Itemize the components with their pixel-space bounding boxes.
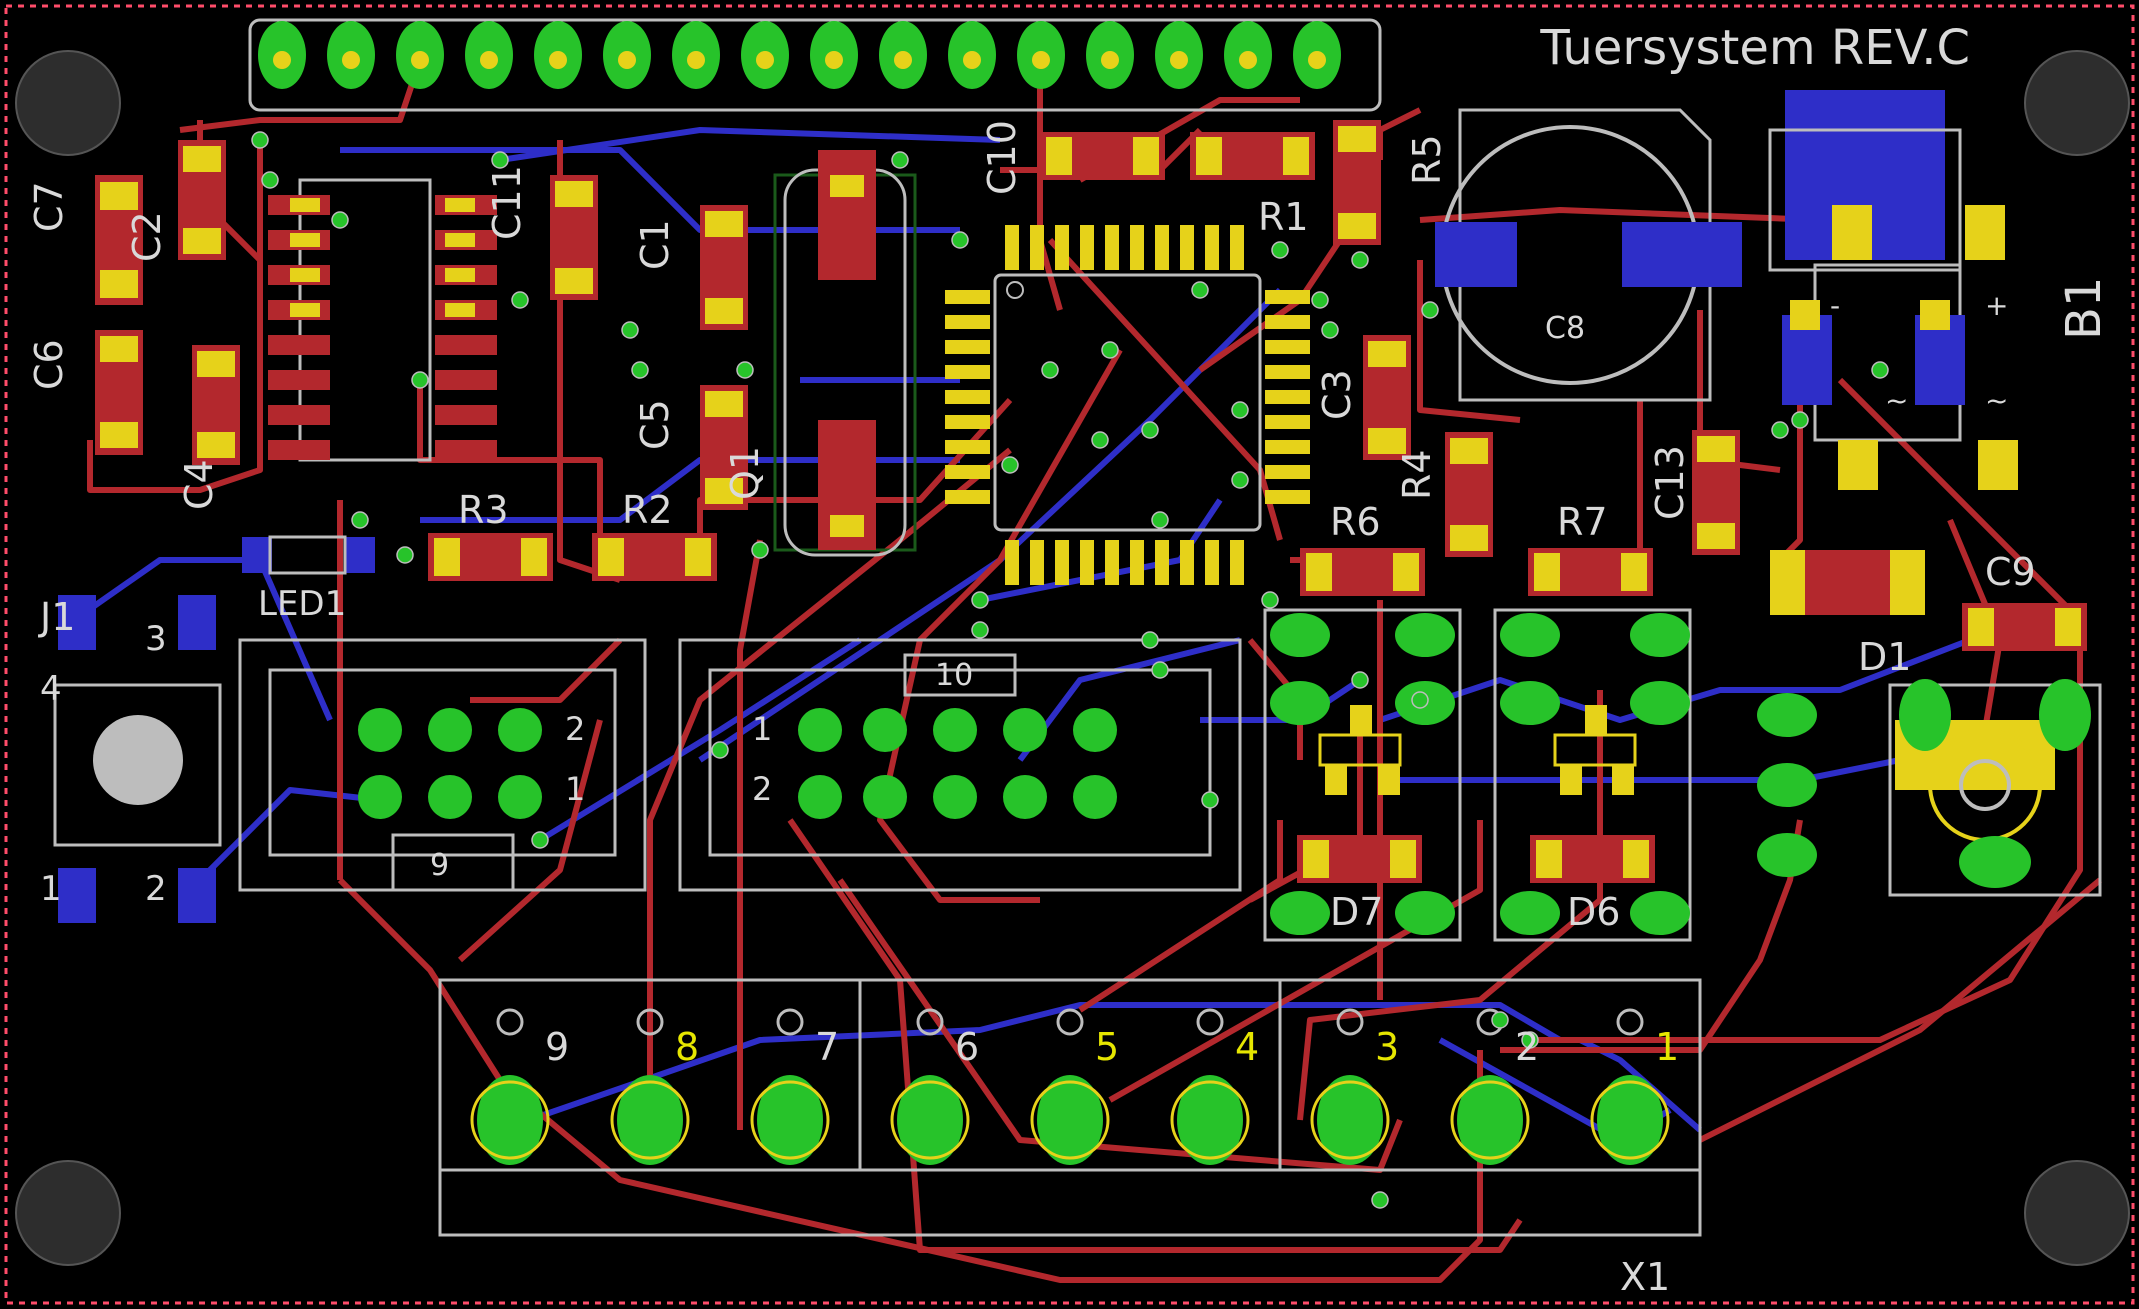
label-j1: J1: [38, 595, 75, 639]
cap-c9: [1962, 603, 2087, 651]
label-d7: D7: [1330, 890, 1383, 934]
res-r6: [1300, 548, 1425, 596]
label-b1: B1: [2056, 277, 2112, 340]
label-sw-3: 3: [145, 619, 167, 659]
pin-header-top: [248, 18, 1382, 112]
label-q1: Q1: [723, 446, 767, 500]
terminal-label-4: 4: [1235, 1025, 1259, 1069]
board-outline: [4, 4, 2135, 1305]
terminal-label-8: 8: [675, 1025, 699, 1069]
cap-c7: [95, 175, 143, 305]
diode-d6: [1530, 835, 1655, 883]
label-isp-1: 1: [565, 770, 585, 808]
res-r2: [592, 533, 717, 581]
cap-c10: [1040, 132, 1165, 180]
res-r1: [1190, 132, 1315, 180]
ic-soic-left: [268, 178, 497, 462]
terminal-label-3: 3: [1375, 1025, 1399, 1069]
voltage-regulator: [1768, 90, 2005, 272]
label-b1-minus: -: [1830, 289, 1840, 322]
label-sw-4: 4: [40, 669, 62, 709]
silkscreen-labels: C7 C2 C6 C4 C11 C1 C5 Q1 C10 R1 R5 C3 R4…: [27, 120, 2112, 1299]
mounting-holes: [15, 50, 2130, 1266]
label-r3: R3: [458, 488, 509, 532]
label-b1-plus: +: [1985, 289, 2008, 322]
label-box-2: 2: [752, 770, 772, 808]
smd-passives: [95, 120, 2087, 883]
res-r3: [428, 533, 553, 581]
terminal-label-1: 1: [1655, 1025, 1679, 1069]
diode-d1: [1770, 550, 1925, 615]
label-c3: C3: [1315, 369, 1359, 420]
led1: [242, 535, 375, 575]
label-c11: C11: [485, 165, 529, 240]
label-b1-ac1: ~: [1885, 384, 1908, 417]
terminal-label-9: 9: [545, 1025, 569, 1069]
cap-c2: [178, 140, 226, 260]
label-c5: C5: [633, 399, 677, 450]
label-isp-2: 2: [565, 710, 585, 748]
cap-c6: [95, 330, 143, 455]
label-d6: D6: [1567, 890, 1620, 934]
label-r5: R5: [1405, 134, 1449, 185]
cap-c11: [550, 175, 598, 300]
label-box-10: 10: [935, 658, 973, 693]
driver-block-right: [1493, 608, 1692, 942]
cap-c13: [1692, 430, 1740, 555]
diode-d7: [1297, 835, 1422, 883]
terminal-number-labels: 9 8 7 6 5 4 3 2 1: [545, 1025, 1679, 1069]
battery-holder-c8: [1435, 108, 1742, 402]
label-b1-ac2: ~: [1985, 384, 2008, 417]
trimmer-potentiometer: [1888, 679, 2102, 897]
crystal-q1: [773, 150, 917, 557]
res-r7: [1528, 548, 1653, 596]
driver-block-left: [1263, 608, 1462, 942]
board-title: Tuersystem REV.C: [1539, 20, 1970, 76]
label-box-1: 1: [752, 710, 772, 748]
pin-header-3: [1757, 693, 1817, 877]
vias: [251, 131, 1889, 1209]
label-c8: C8: [1545, 311, 1585, 346]
res-r5: [1333, 120, 1381, 245]
label-r7: R7: [1557, 500, 1608, 544]
label-r4: R4: [1395, 449, 1439, 500]
label-c4: C4: [177, 459, 221, 510]
terminal-block-x1: [438, 978, 1702, 1237]
terminal-label-5: 5: [1095, 1025, 1119, 1069]
label-c1: C1: [633, 219, 677, 270]
tact-switch[interactable]: [53, 595, 222, 923]
cap-c4: [192, 345, 240, 465]
label-isp-9: 9: [430, 848, 449, 883]
terminal-label-7: 7: [815, 1025, 839, 1069]
label-r6: R6: [1330, 500, 1381, 544]
label-c10: C10: [980, 120, 1024, 195]
label-c7: C7: [27, 181, 71, 232]
label-sw-2: 2: [145, 869, 167, 909]
terminal-label-2: 2: [1515, 1025, 1539, 1069]
label-c13: C13: [1648, 445, 1692, 520]
label-sw-1: 1: [40, 869, 62, 909]
ic-qfp-mcu: [945, 225, 1310, 585]
cap-c5: [700, 385, 748, 510]
cap-c1: [700, 205, 748, 330]
cap-c3: [1363, 335, 1411, 460]
label-r2: R2: [622, 488, 673, 532]
box-header-2x5: [678, 638, 1242, 892]
label-x1: X1: [1620, 1255, 1670, 1299]
label-c2: C2: [125, 211, 169, 262]
label-r1: R1: [1258, 195, 1309, 239]
isp-header: [238, 638, 647, 892]
terminal-label-6: 6: [955, 1025, 979, 1069]
label-c6: C6: [27, 339, 71, 390]
bridge-rectifier-b1: [1782, 263, 2018, 490]
label-led1: LED1: [258, 584, 346, 624]
label-d1: D1: [1858, 635, 1911, 679]
res-r4: [1445, 432, 1493, 557]
label-c9: C9: [1985, 550, 2036, 594]
